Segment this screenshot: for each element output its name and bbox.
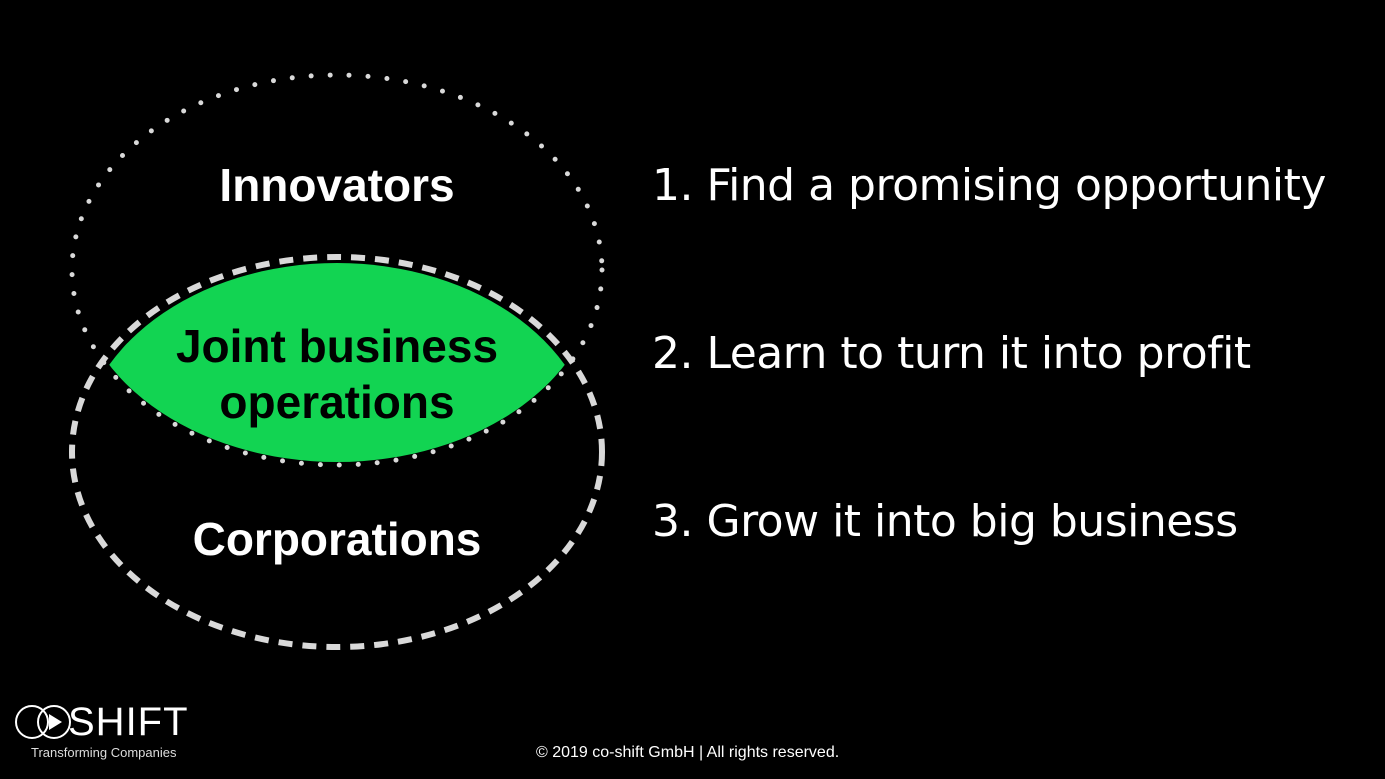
logo-tagline: Transforming Companies xyxy=(31,745,177,760)
innovators-label: Innovators xyxy=(219,159,455,211)
co-shift-logo-icon xyxy=(15,705,71,739)
corporations-circle xyxy=(69,254,605,650)
overlap-label-line2: operations xyxy=(219,376,455,428)
logo-wordmark: SHIFT xyxy=(68,700,189,744)
copyright: © 2019 co-shift GmbH | All rights reserv… xyxy=(536,744,840,761)
overlap-label-line1: Joint business xyxy=(175,320,499,372)
corporations-label: Corporations xyxy=(192,513,482,565)
step-2: 2. Learn to turn it into profit xyxy=(652,328,1251,379)
overlap-lens xyxy=(79,263,595,462)
step-3: 3. Grow it into big business xyxy=(652,496,1238,547)
step-1: 1. Find a promising opportunity xyxy=(652,160,1326,211)
overlap-label: Joint business operations xyxy=(87,318,587,430)
innovators-circle xyxy=(69,72,605,468)
